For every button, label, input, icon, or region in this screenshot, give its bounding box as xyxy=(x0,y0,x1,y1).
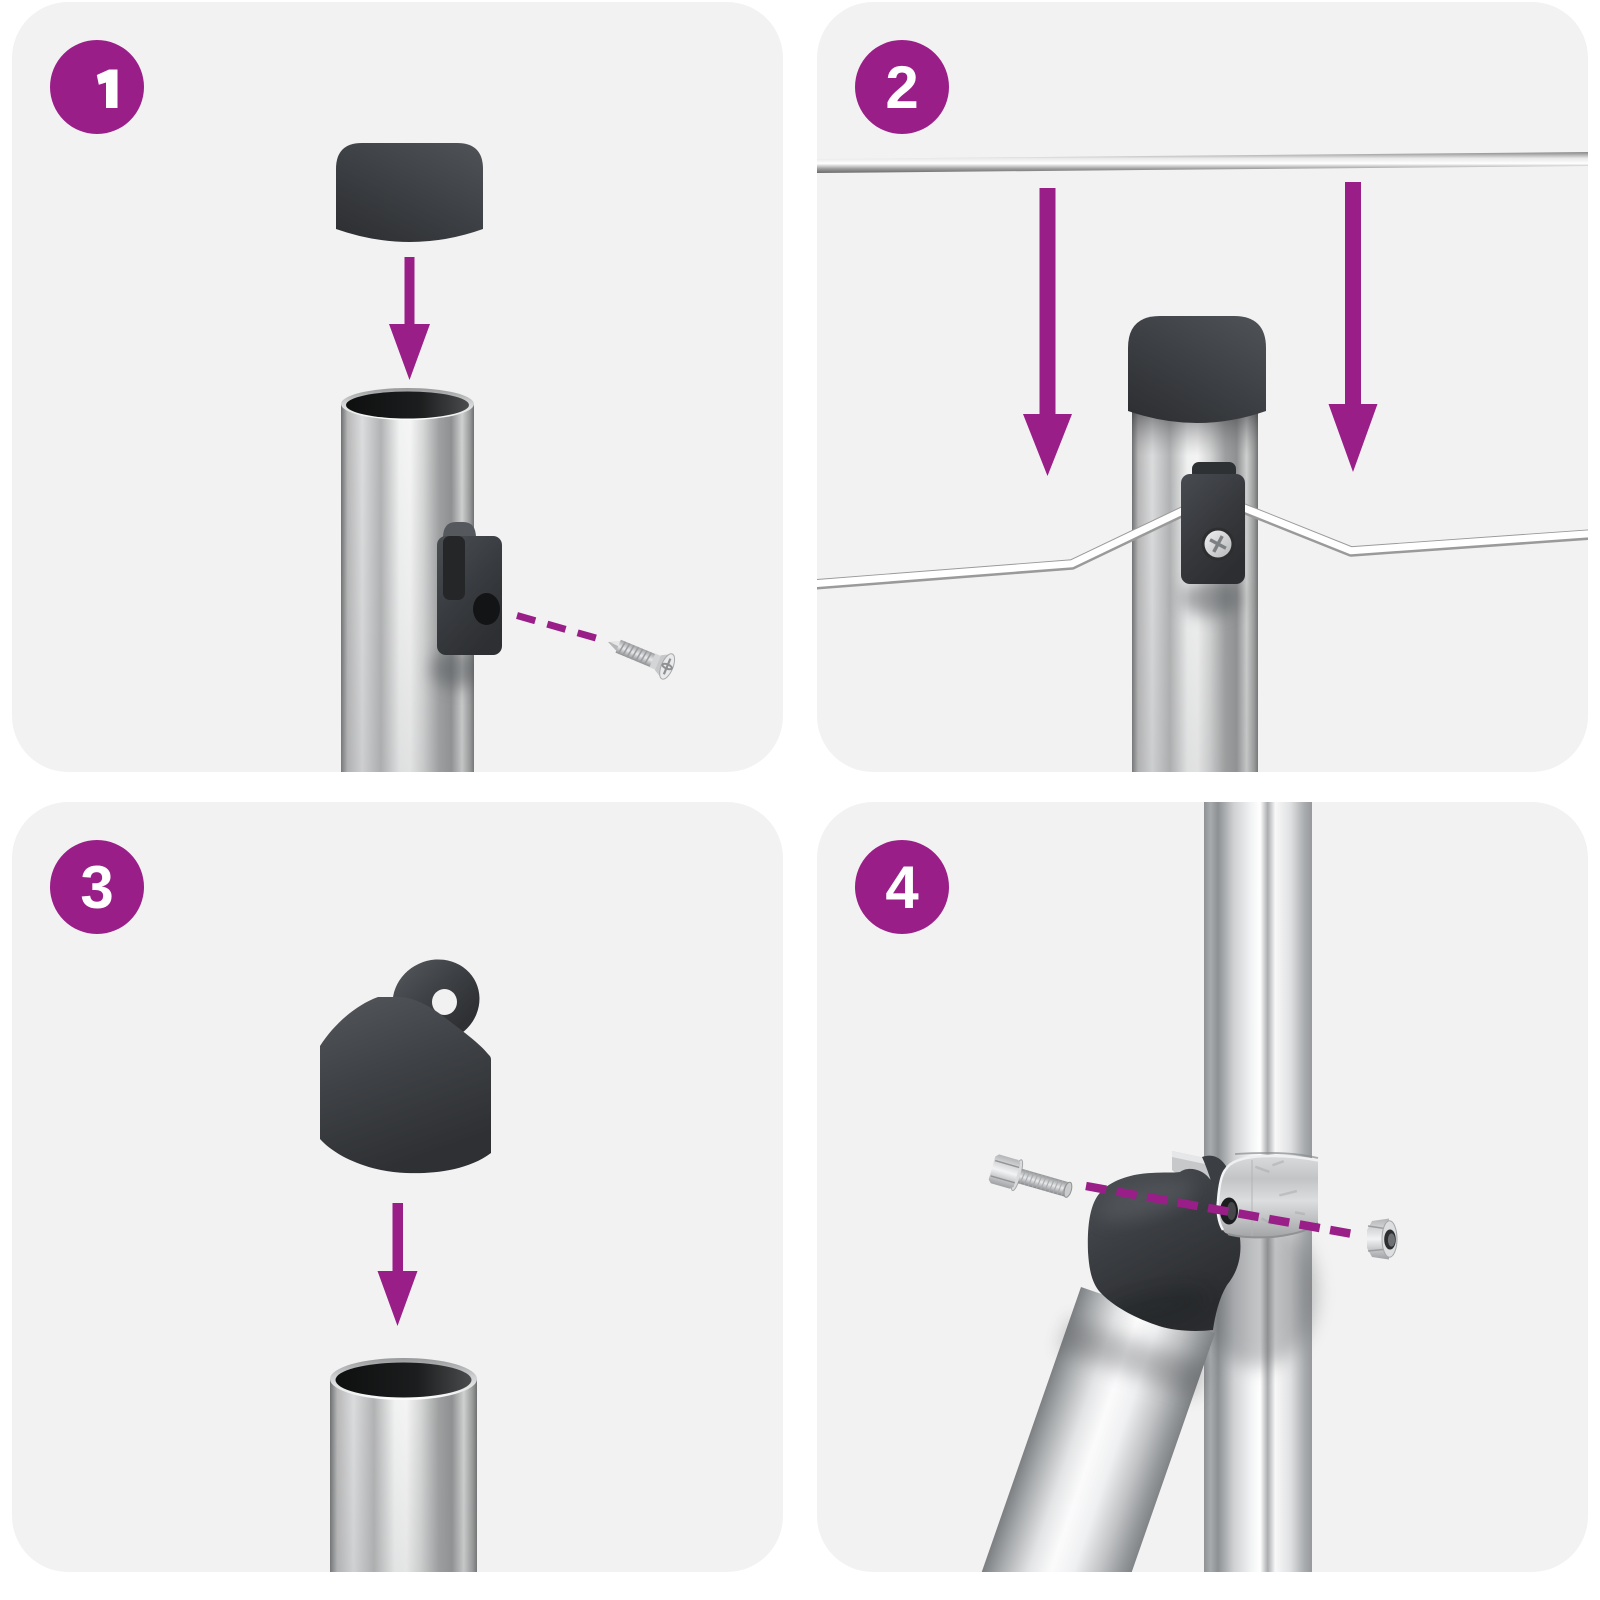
svg-text:4: 4 xyxy=(885,854,919,921)
svg-text:3: 3 xyxy=(80,854,113,921)
svg-text:2: 2 xyxy=(885,54,918,121)
